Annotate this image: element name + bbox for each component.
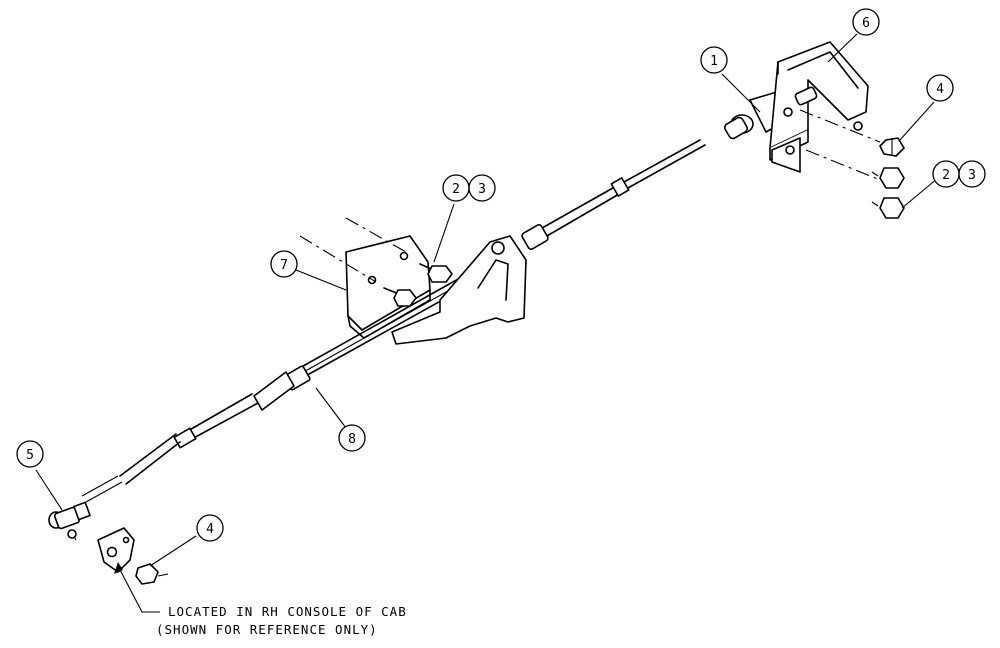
callout-2-middle-label: 2 [452,182,460,197]
part-4-nut-bottom [135,563,169,585]
callout-5: 5 [16,440,44,468]
callout-6: 6 [852,8,880,36]
callout-4-top: 4 [926,74,954,102]
part-4-nut-top [879,137,905,157]
callout-3-right-label: 3 [968,168,976,183]
part-2-bolts-right [871,167,905,219]
callout-2-right-label: 2 [942,168,950,183]
callout-3-right: 3 [958,160,986,188]
callout-6-label: 6 [862,16,870,31]
callout-4-bottom: 4 [196,514,224,542]
callout-3-middle-label: 3 [478,182,486,197]
note-line-1: LOCATED IN RH CONSOLE OF CAB [168,604,407,619]
callout-7: 7 [270,250,298,278]
callout-2-middle: 2 [442,174,470,202]
callout-1: 1 [700,46,728,74]
callout-2-right: 2 [932,160,960,188]
part-5-cable-end [48,501,91,541]
callout-1-label: 1 [710,54,718,69]
leader-lines [35,33,939,613]
callout-4-top-label: 4 [936,82,944,97]
console-lever [97,527,135,573]
callout-3-middle: 3 [468,174,496,202]
part-2-bolts-middle [383,263,453,307]
callout-8-label: 8 [348,432,356,447]
callout-7-label: 7 [280,258,288,273]
callout-5-label: 5 [26,448,34,463]
part-7-bracket [345,235,527,345]
callout-8: 8 [338,424,366,452]
callout-4-bottom-label: 4 [206,522,214,537]
part-6-bracket [769,41,869,173]
note-line-2: (SHOWN FOR REFERENCE ONLY) [156,622,378,637]
